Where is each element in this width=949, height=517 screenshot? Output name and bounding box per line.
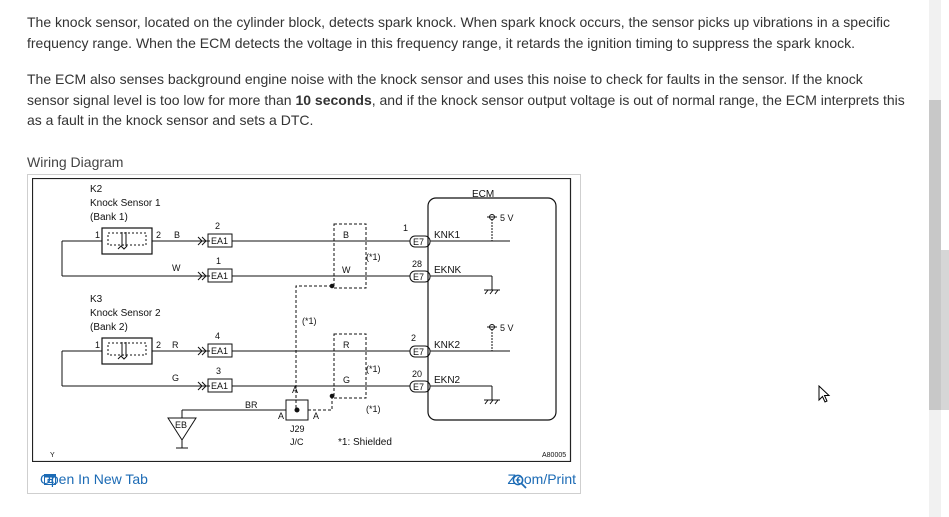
knock-sensor-2-symbol [101,337,153,365]
svg-text:EB: EB [175,420,187,430]
svg-text:1: 1 [216,256,221,266]
svg-text:28: 28 [412,259,422,269]
zoom-print-label: Zoom/Print [507,471,576,487]
k3-label: K3 [90,294,103,305]
svg-text:W: W [342,265,351,275]
svg-text:1: 1 [403,223,408,233]
open-in-new-tab-label: Open In New Tab [40,471,148,487]
ea1-connector-pin4: 4 EA1 [197,331,233,358]
svg-text:5 V: 5 V [500,213,514,223]
svg-text:1: 1 [95,340,100,350]
svg-text:A: A [278,411,284,421]
svg-text:(*1): (*1) [366,404,381,414]
svg-text:Y: Y [50,452,55,459]
svg-text:2: 2 [411,333,416,343]
paragraph-2: The ECM also senses background engine no… [27,71,905,128]
bank-2-label: (Bank 2) [90,322,128,333]
svg-text:EA1: EA1 [211,271,228,281]
wiring-diagram-figure: K2 Knock Sensor 1 (Bank 1) 1 2 B W 2 EA1… [27,174,581,494]
svg-text:EA1: EA1 [211,381,228,391]
paragraph-1: The knock sensor, located on the cylinde… [27,14,890,51]
ea1-connector-pin1: 1 EA1 [197,256,233,283]
svg-text:2: 2 [156,340,161,350]
ea1-connector-pin2: 2 EA1 [197,221,233,248]
svg-text:E7: E7 [413,237,424,247]
ekn2-label: EKN2 [434,375,461,386]
scrollbar-thumb[interactable] [929,100,941,410]
shielded-note: *1: Shielded [338,437,392,448]
description-text: The knock sensor, located on the cylinde… [27,12,907,147]
svg-text:3: 3 [216,366,221,376]
svg-text:BR: BR [245,400,258,410]
j29-label: J29 [290,424,305,434]
svg-text:(*1): (*1) [302,316,317,326]
svg-text:A: A [292,385,298,395]
svg-text:W: W [172,263,181,273]
knk2-label: KNK2 [434,340,461,351]
svg-text:R: R [343,340,350,350]
ea1-connector-pin3: 3 EA1 [197,366,233,393]
eb-ground-symbol [167,417,197,441]
svg-text:2: 2 [156,230,161,240]
zoom-icon [512,474,527,489]
knk1-label: KNK1 [434,230,461,241]
svg-text:A: A [313,411,319,421]
svg-text:20: 20 [412,369,422,379]
eknk-label: EKNK [434,265,462,276]
outer-scrollbar-thumb[interactable] [941,250,949,410]
new-tab-icon [44,474,56,485]
knock-sensor-1-label: Knock Sensor 1 [90,198,161,209]
knock-sensor-2-label: Knock Sensor 2 [90,308,161,319]
bank-1-label: (Bank 1) [90,212,128,223]
zoom-print-link[interactable]: Zoom/Print [507,471,576,489]
wiring-diagram: K2 Knock Sensor 1 (Bank 1) 1 2 B W 2 EA1… [32,178,572,462]
wiring-diagram-heading: Wiring Diagram [27,154,124,170]
svg-text:EA1: EA1 [211,236,228,246]
svg-text:EA1: EA1 [211,346,228,356]
svg-text:(*1): (*1) [366,364,381,374]
svg-text:5 V: 5 V [500,323,514,333]
svg-text:G: G [172,373,179,383]
svg-text:2: 2 [215,221,220,231]
svg-text:E7: E7 [413,347,424,357]
svg-text:E7: E7 [413,272,424,282]
svg-text:B: B [343,230,349,240]
open-in-new-tab-link[interactable]: Open In New Tab [40,471,148,487]
ecm-box [427,197,557,421]
knock-sensor-1-symbol [101,227,153,255]
svg-text:R: R [172,340,179,350]
svg-text:1: 1 [95,230,100,240]
reference-code: A80005 [542,452,566,459]
bold-duration: 10 seconds [295,91,372,108]
jc-label: J/C [290,437,304,447]
mouse-pointer-icon [818,385,831,403]
k2-label: K2 [90,184,103,195]
svg-text:4: 4 [215,331,220,341]
svg-text:B: B [174,230,180,240]
svg-text:(*1): (*1) [366,252,381,262]
ecm-label: ECM [472,189,494,200]
svg-text:E7: E7 [413,382,424,392]
svg-text:G: G [343,375,350,385]
